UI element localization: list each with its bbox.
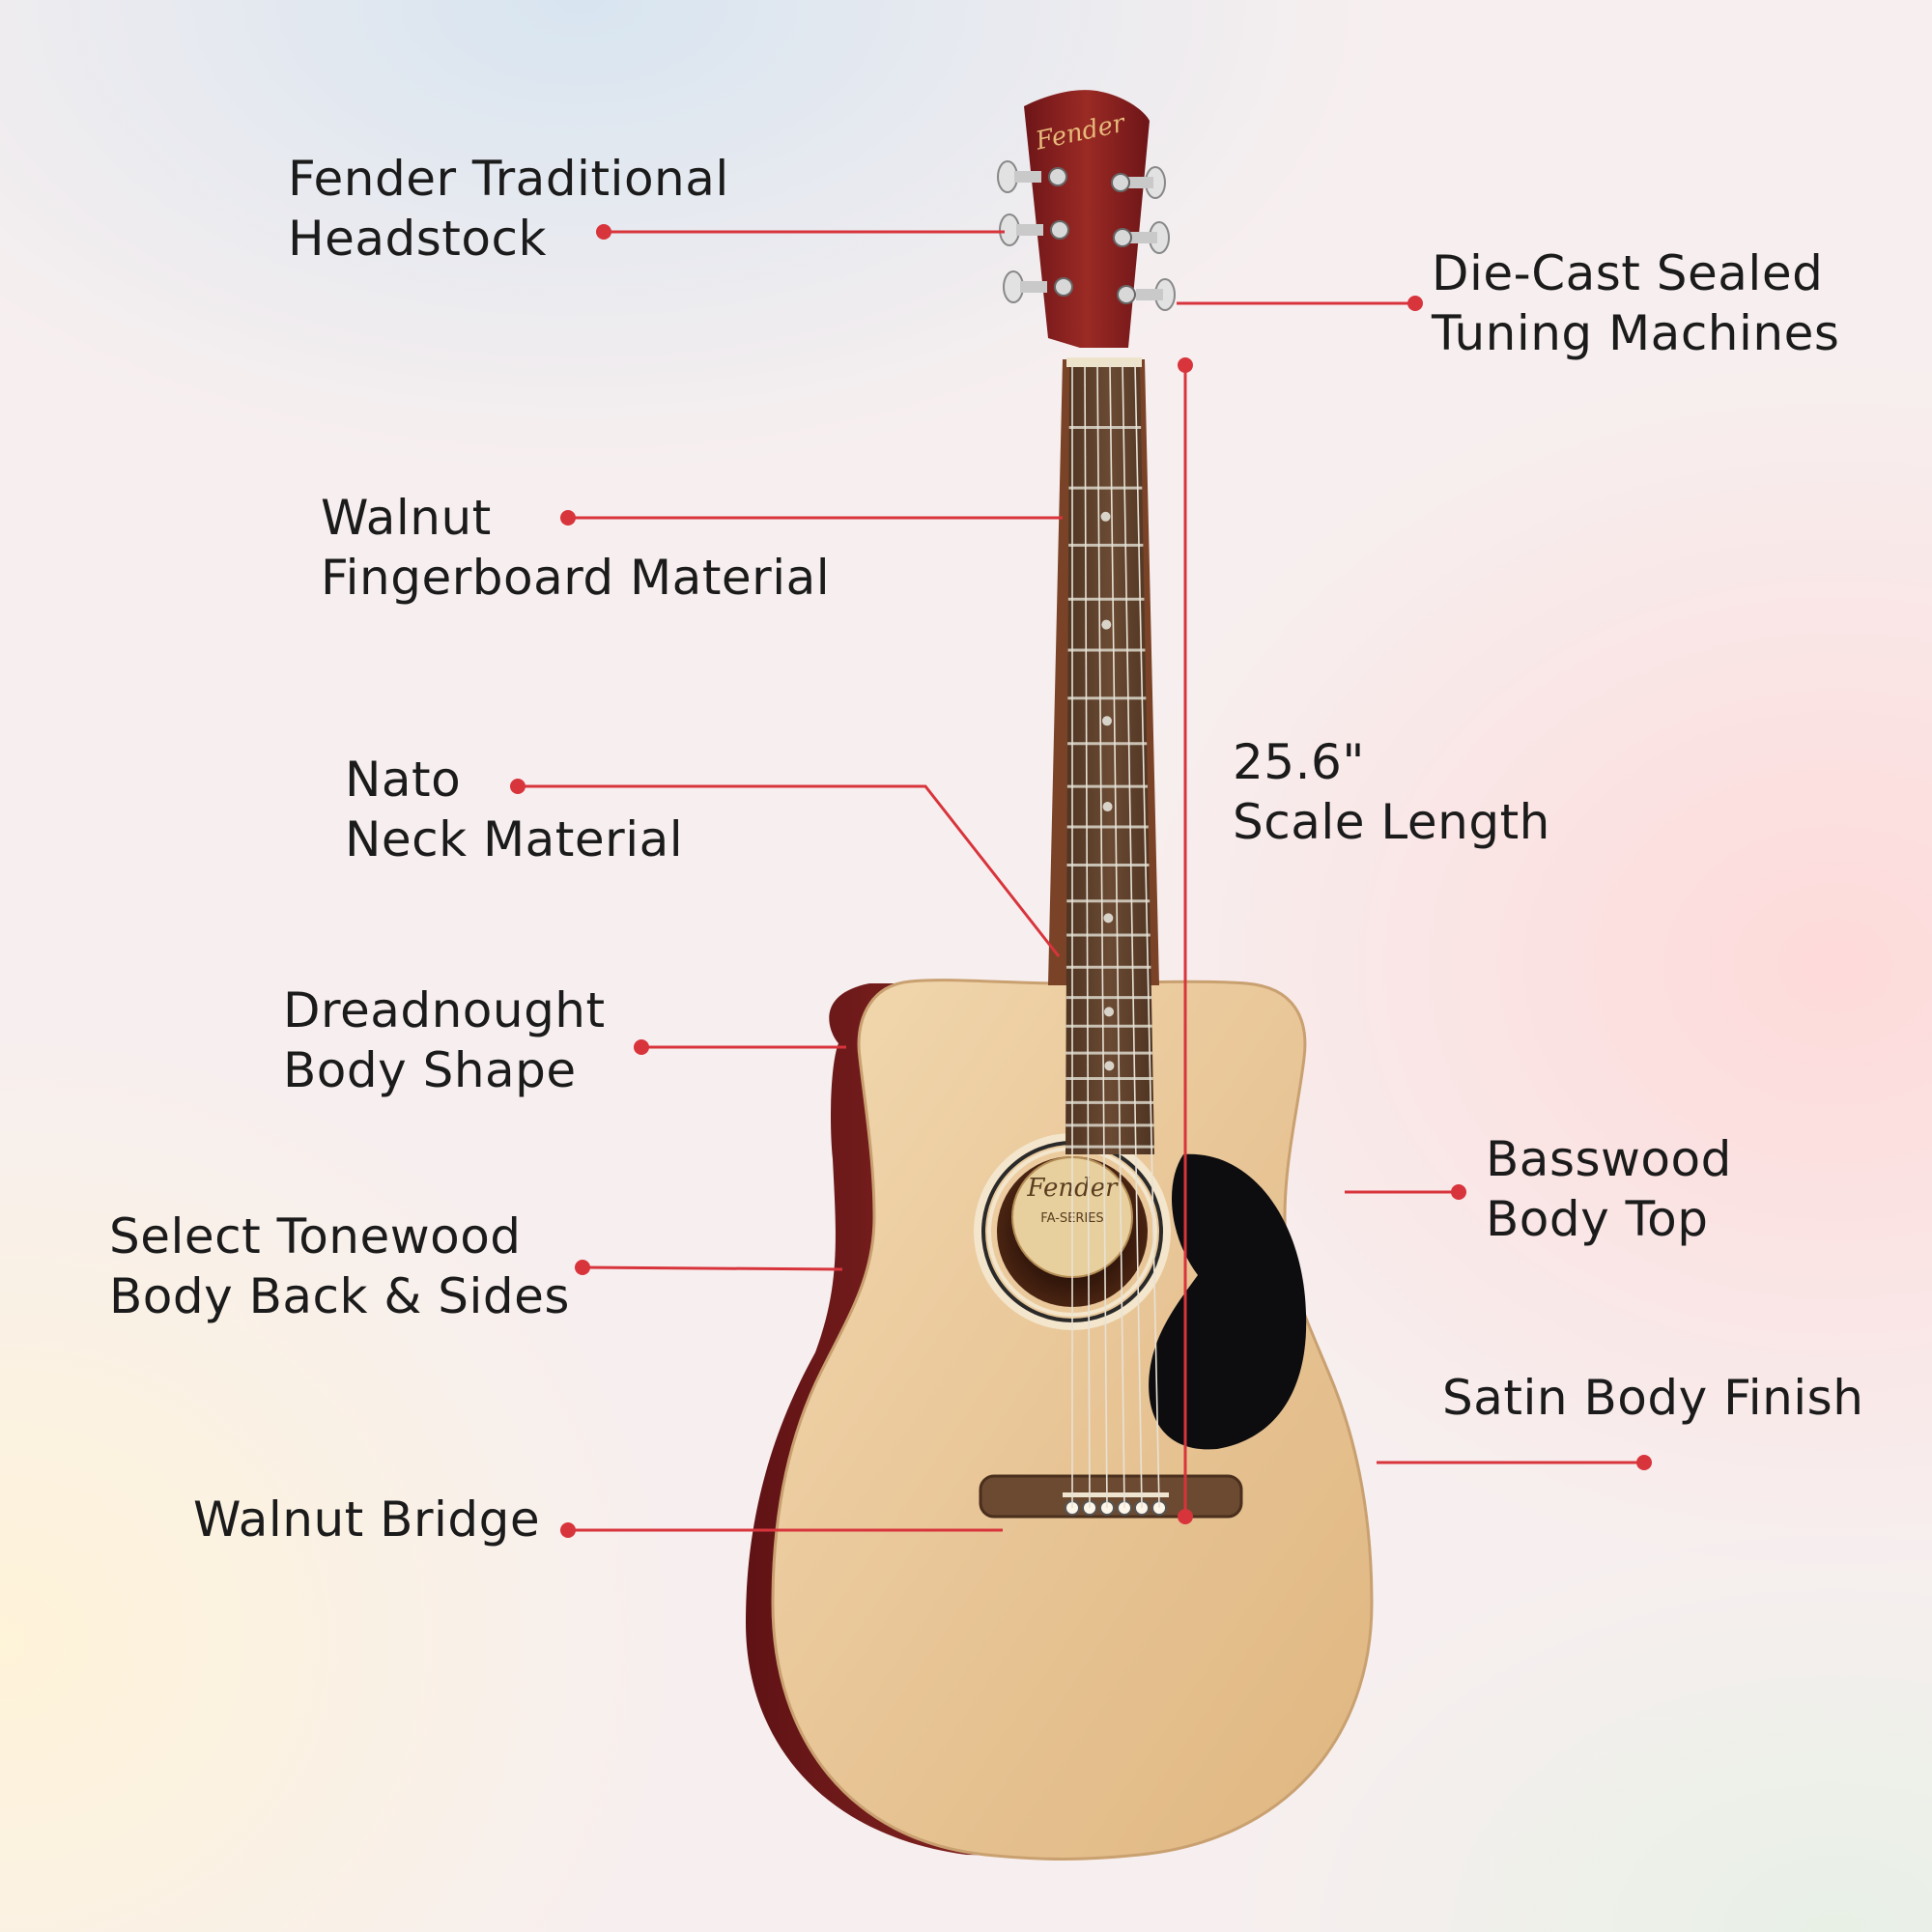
fret-marker (1103, 913, 1114, 923)
label-bridge: Walnut Bridge (193, 1492, 541, 1548)
fret-marker (1104, 1061, 1115, 1071)
label-headstock: Fender Traditional Headstock (288, 151, 729, 267)
neck-leader (518, 784, 1061, 957)
bridge-dot (560, 1522, 576, 1538)
headstock: Fender (1024, 90, 1150, 348)
body-shape-dot (634, 1039, 649, 1055)
tuner-peg (1113, 221, 1170, 254)
back-sides-dot (575, 1260, 590, 1275)
fret-marker (1102, 802, 1113, 812)
pickguard (1149, 1153, 1307, 1450)
tuner-peg (997, 160, 1067, 193)
label-neck: Nato Neck Material (345, 752, 684, 867)
strings (1071, 362, 1160, 1509)
neck-dot (510, 779, 526, 794)
tuner-peg (1117, 278, 1176, 311)
label-body-shape: Dreadnought Body Shape (283, 982, 606, 1098)
scale-top-dot (1178, 357, 1193, 373)
tuner-peg (1111, 166, 1166, 199)
fingerboard-dot (560, 510, 576, 526)
finish-dot (1636, 1455, 1652, 1470)
tuner-peg (999, 213, 1069, 246)
fret-marker (1101, 619, 1112, 630)
bridge (979, 1474, 1243, 1519)
tuner-peg (1003, 270, 1073, 303)
label-body-top: Basswood Body Top (1486, 1131, 1732, 1247)
label-body-finish: Satin Body Finish (1442, 1370, 1864, 1426)
label-fingerboard: Walnut Fingerboard Material (321, 490, 831, 606)
label-back-and-sides: Select Tonewood Body Back & Sides (109, 1208, 570, 1324)
fret-marker (1101, 716, 1112, 726)
frets (1065, 425, 1154, 1149)
fret-marker (1100, 511, 1111, 522)
scale-bottom-dot (1178, 1509, 1193, 1524)
body-top-dot (1451, 1184, 1466, 1200)
fret-markers (1100, 511, 1115, 1071)
tuning-machines (997, 160, 1176, 311)
label-tuning-machines: Die-Cast Sealed Tuning Machines (1432, 245, 1840, 361)
nut (1066, 357, 1142, 367)
callout-lines (518, 230, 1644, 1532)
fret-marker (1104, 1007, 1115, 1017)
label-scale-length: 25.6" Scale Length (1233, 734, 1550, 850)
callout-dots (510, 224, 1652, 1538)
tuners-dot (1407, 296, 1423, 311)
headstock-dot (596, 224, 611, 240)
back-sides-leader (582, 1265, 843, 1271)
